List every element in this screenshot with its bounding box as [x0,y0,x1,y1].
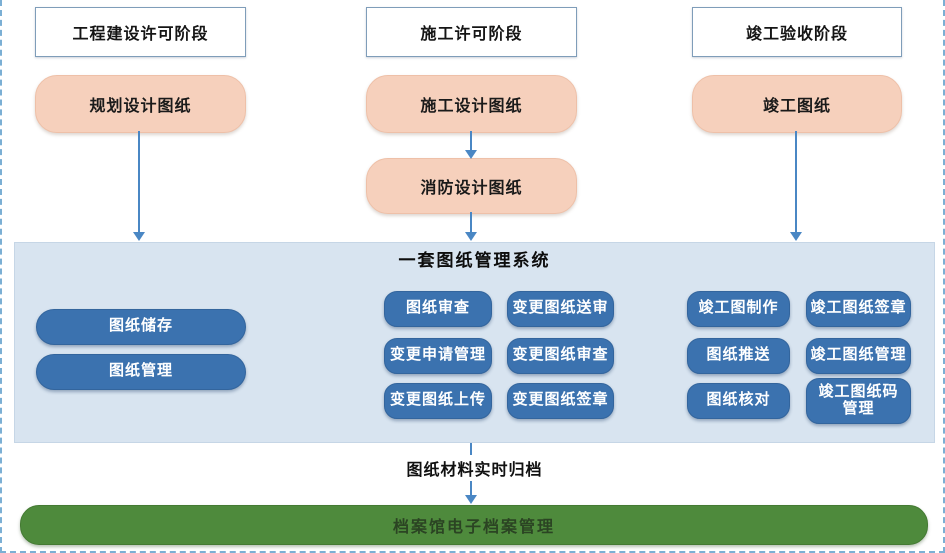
stage-box-construction-permit: 工程建设许可阶段 [35,7,246,57]
arrow-down-icon [465,131,477,159]
arrow-down-icon [465,212,477,241]
stage-box-construction-license: 施工许可阶段 [366,7,577,57]
pill-as-built-drawing-code-management: 竣工图纸码管理 [806,378,911,424]
drawing-management-system-panel: 一套图纸管理系统 图纸储存 图纸管理 图纸审查 变更申请管理 变更图纸上传 变更… [14,242,935,443]
archive-flow-label-text: 图纸材料实时归档 [400,455,549,481]
arrow-down-icon [790,131,802,241]
doc-box-as-built-drawings: 竣工图纸 [692,75,902,133]
pill-change-drawing-upload: 变更图纸上传 [384,383,492,419]
pill-as-built-drawing-production: 竣工图制作 [687,291,790,327]
doc-box-fire-design-drawings: 消防设计图纸 [366,158,577,214]
pill-as-built-drawing-signature: 竣工图纸签章 [806,291,911,327]
stage-box-completion-acceptance: 竣工验收阶段 [692,7,902,57]
pill-change-drawing-submission: 变更图纸送审 [507,291,614,327]
pill-drawing-review: 图纸审查 [384,291,492,327]
pill-change-application-management: 变更申请管理 [384,338,492,374]
doc-box-construction-design-drawings: 施工设计图纸 [366,75,577,133]
pill-drawing-push: 图纸推送 [687,338,790,374]
pill-drawing-check: 图纸核对 [687,383,790,419]
archive-bar: 档案馆电子档案管理 [20,505,928,545]
arrow-down-icon [133,131,145,241]
panel-title: 一套图纸管理系统 [398,251,551,270]
pill-change-drawing-signature: 变更图纸签章 [507,383,614,419]
pill-change-drawing-review: 变更图纸审查 [507,338,614,374]
pill-drawing-management: 图纸管理 [36,354,246,390]
pill-as-built-drawing-management: 竣工图纸管理 [806,338,911,374]
doc-box-planning-design-drawings: 规划设计图纸 [35,75,246,133]
pill-drawing-storage: 图纸储存 [36,309,246,345]
archive-flow-label: 图纸材料实时归档 [2,455,943,481]
